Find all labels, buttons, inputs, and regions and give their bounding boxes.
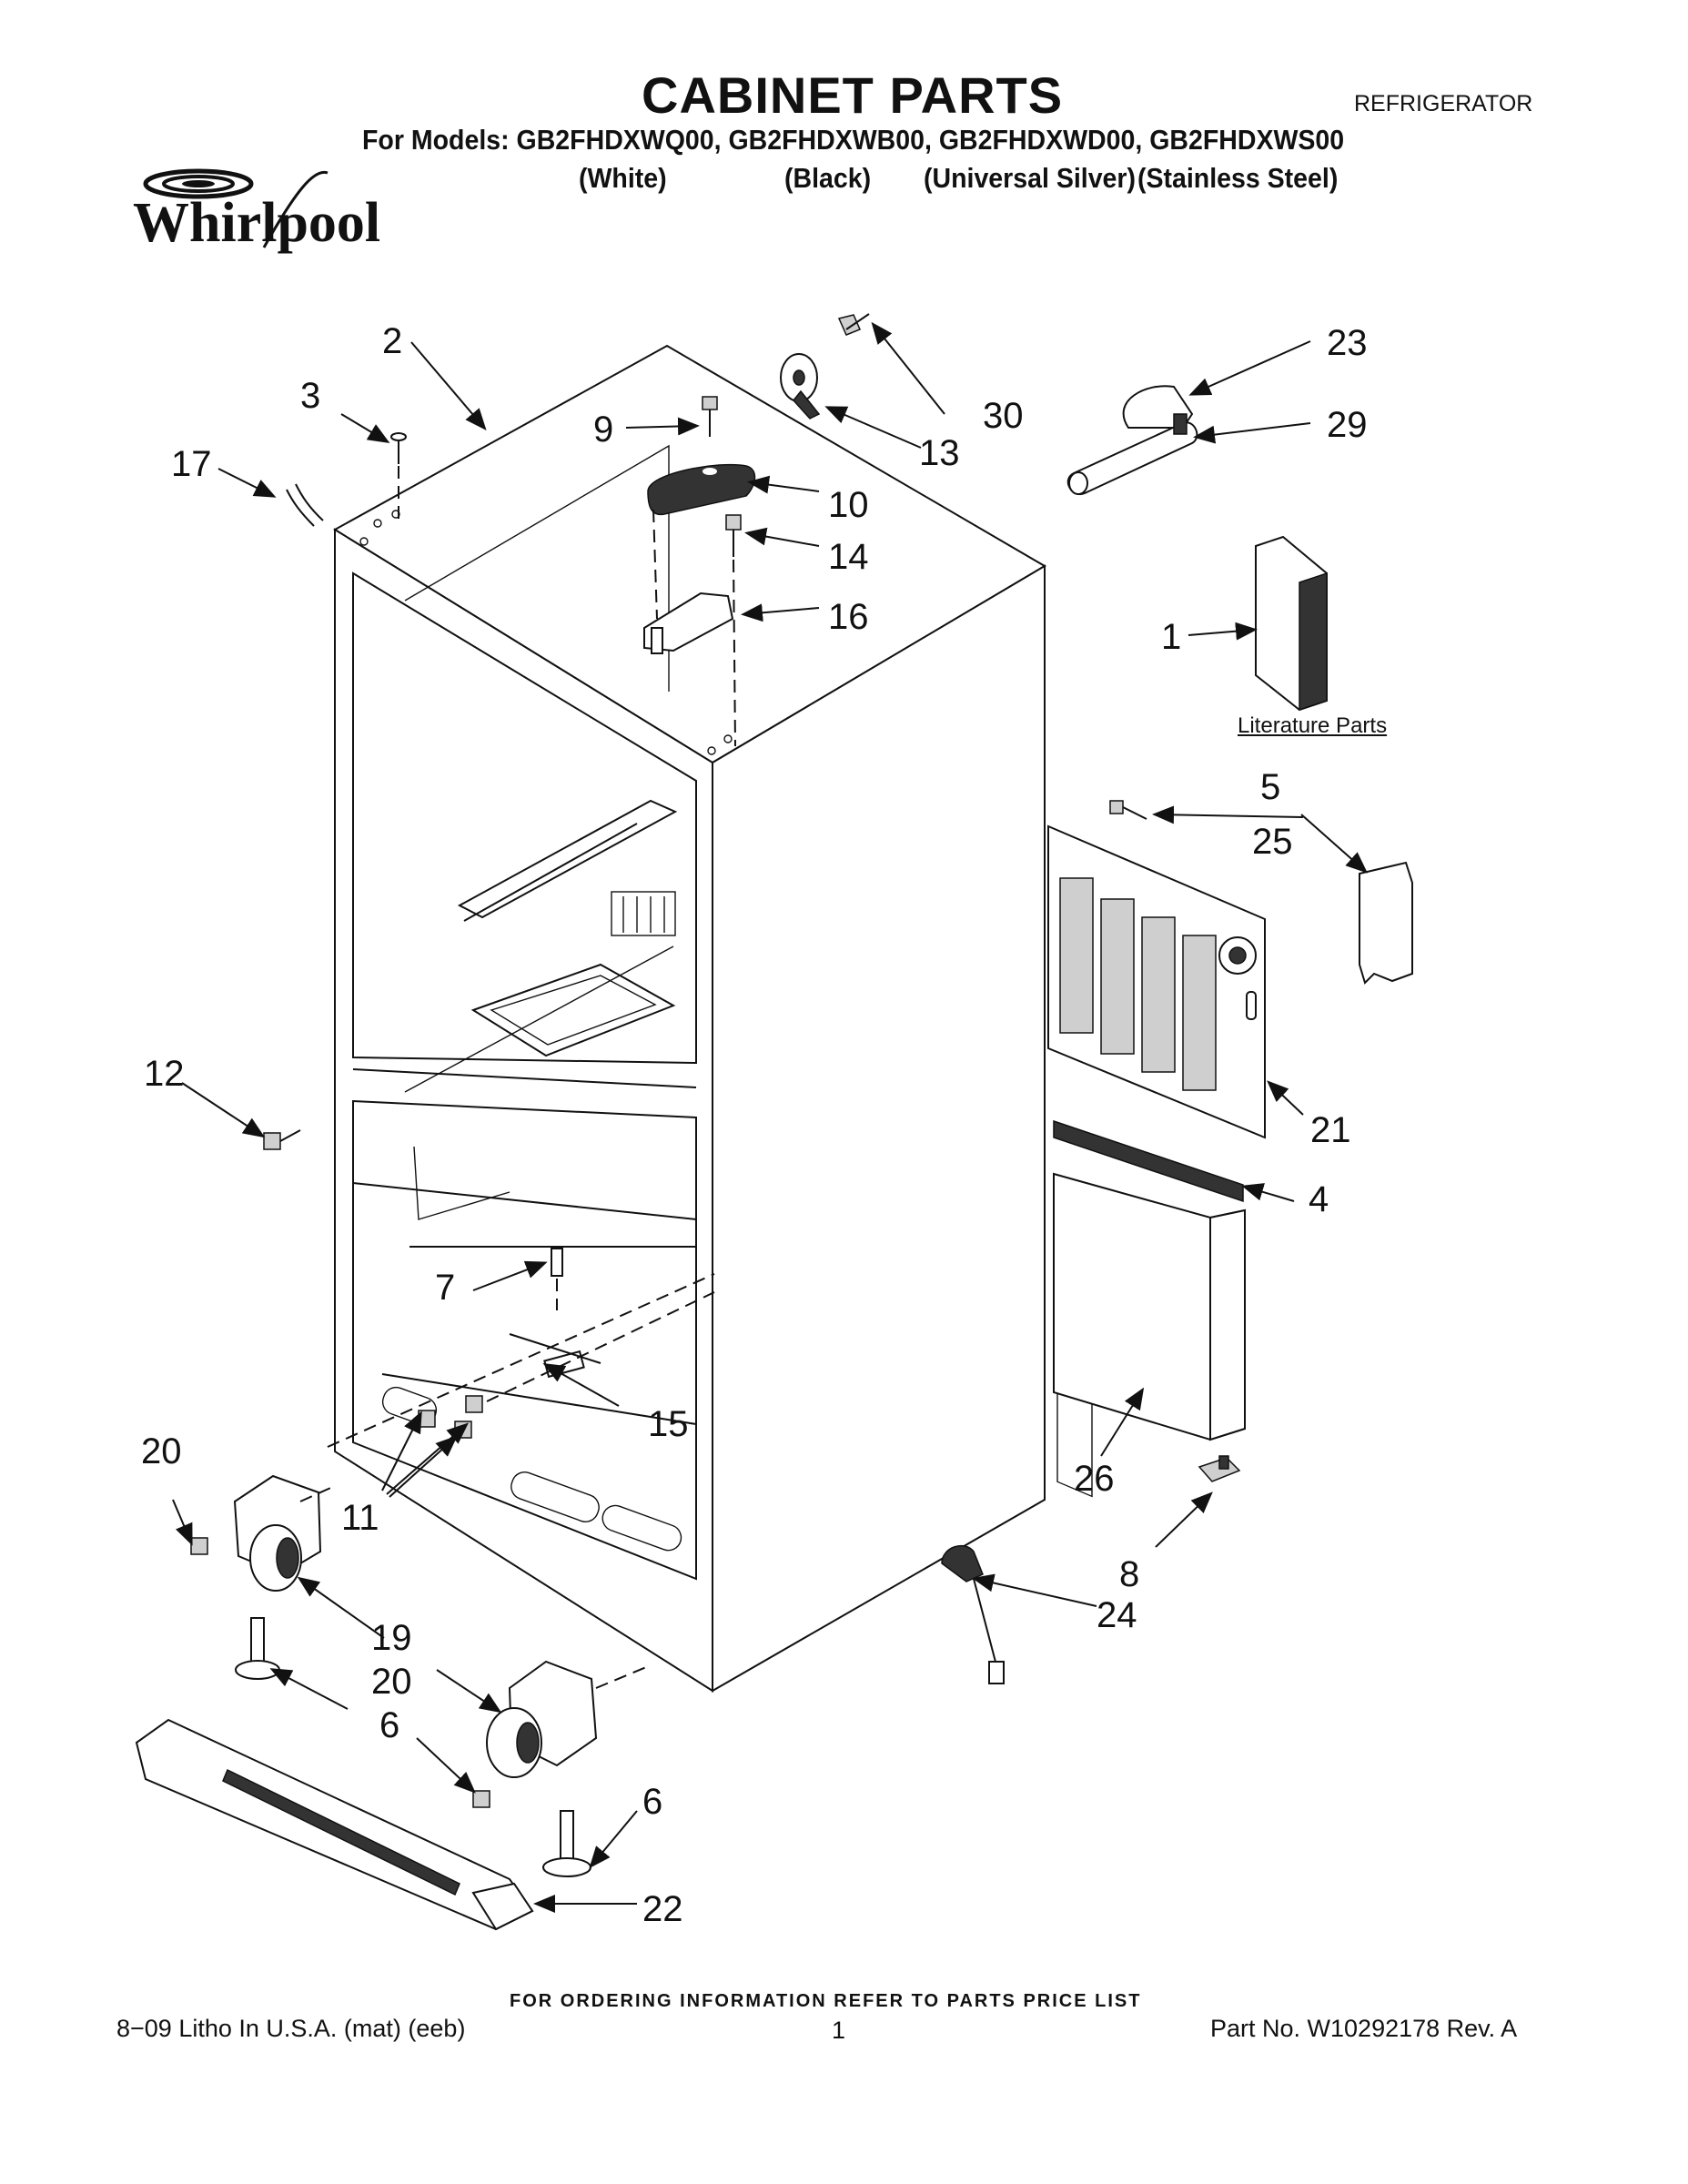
part-21-grille — [1047, 824, 1266, 1498]
color-universal-silver: (Universal Silver) — [924, 162, 1137, 194]
callout-19: 19 — [371, 1618, 412, 1658]
callout-7: 7 — [435, 1268, 456, 1308]
callout-21: 21 — [1310, 1110, 1351, 1150]
callout-4: 4 — [1309, 1179, 1329, 1219]
part-22-toe-grille — [135, 1718, 534, 1931]
svg-text:Whirlpool: Whirlpool — [133, 192, 380, 254]
part-8-clip — [1198, 1455, 1241, 1482]
color-black: (Black) — [784, 162, 872, 194]
callout-13: 13 — [919, 433, 960, 473]
part-17-tape — [286, 489, 315, 527]
callout-17: 17 — [171, 444, 212, 484]
part-13-roller — [780, 353, 821, 420]
part-26-panel — [1053, 1172, 1246, 1441]
part-16-hinge — [643, 592, 734, 654]
literature-parts-label: Literature Parts — [1238, 713, 1388, 738]
callout-10: 10 — [828, 485, 869, 525]
models-line: For Models: GB2FHDXWQ00, GB2FHDXWB00, GB… — [362, 124, 1345, 156]
part-5-cap — [1359, 861, 1413, 985]
page-number: 1 — [832, 2017, 846, 2044]
callout-14: 14 — [828, 537, 869, 577]
color-white: (White) — [579, 162, 667, 194]
part-20-screw-left — [190, 1537, 208, 1555]
part-23-clip — [1122, 385, 1194, 435]
callout-25: 25 — [1252, 822, 1293, 862]
part-6-leveler-right — [542, 1810, 591, 1877]
cabinet-body — [333, 344, 1046, 1693]
callout-6-left: 6 — [379, 1705, 400, 1745]
print-info: 8−09 Litho In U.S.A. (mat) (eeb) — [116, 2015, 466, 2042]
callout-3: 3 — [300, 376, 321, 416]
callout-9: 9 — [593, 410, 614, 450]
callout-15: 15 — [648, 1404, 689, 1444]
callout-23: 23 — [1327, 323, 1368, 363]
callout-16: 16 — [828, 597, 869, 637]
part-19-roller-right — [486, 1660, 598, 1778]
color-stainless-steel: (Stainless Steel) — [1137, 162, 1339, 194]
callout-6-right: 6 — [642, 1782, 663, 1822]
ordering-info: FOR ORDERING INFORMATION REFER TO PARTS … — [510, 1991, 1142, 2011]
whirlpool-logo: Whirlpool — [133, 168, 380, 254]
part-24-wire-harness — [941, 1544, 1005, 1684]
callout-20-right: 20 — [371, 1662, 412, 1702]
part-20-screw-right — [472, 1790, 490, 1808]
callout-30: 30 — [983, 396, 1024, 436]
callout-26: 26 — [1074, 1459, 1115, 1499]
callout-11: 11 — [341, 1498, 379, 1538]
callout-22: 22 — [642, 1889, 683, 1929]
part-3-screw — [390, 432, 407, 519]
part-30-screw — [837, 313, 870, 336]
callout-2: 2 — [382, 321, 403, 361]
part-4-gasket — [1053, 1119, 1244, 1203]
callout-20-left: 20 — [141, 1431, 182, 1471]
part-14-screw — [725, 514, 742, 557]
part-6-leveler-left — [235, 1617, 280, 1680]
part-19-roller-left — [233, 1474, 322, 1592]
callout-24: 24 — [1097, 1595, 1137, 1635]
appliance-type: REFRIGERATOR — [1354, 91, 1533, 116]
page-title: CABINET PARTS — [642, 66, 1064, 124]
part-12-screw — [263, 1129, 301, 1150]
part-29-tube — [1066, 421, 1198, 496]
callout-29: 29 — [1327, 405, 1368, 445]
part-7-pin — [551, 1248, 563, 1310]
callout-5: 5 — [1260, 767, 1281, 807]
part-9-screw — [702, 396, 718, 437]
callout-1: 1 — [1161, 617, 1182, 657]
callout-12: 12 — [144, 1054, 185, 1094]
part-1-literature — [1255, 535, 1328, 712]
part-number: Part No. W10292178 Rev. A — [1210, 2015, 1518, 2042]
callout-8: 8 — [1119, 1554, 1140, 1594]
part-25-screw — [1109, 800, 1147, 820]
